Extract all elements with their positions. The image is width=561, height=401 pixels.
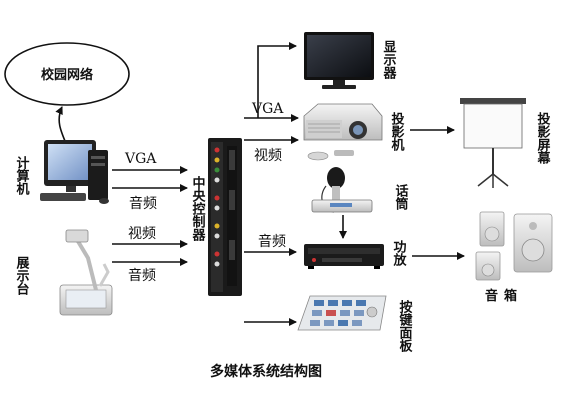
controller-audio-label: 音频 (258, 233, 286, 250)
camera-video-label: 视频 (128, 226, 156, 242)
monitor-link-arrow (257, 42, 297, 118)
controller-video-label: 视频 (254, 148, 282, 164)
microphone-icon (311, 167, 373, 213)
computer-audio-label: 音频 (129, 195, 157, 212)
document-camera-icon (59, 229, 113, 316)
projection-screen-icon (460, 98, 526, 188)
control-panel-icon (297, 295, 387, 331)
campus-network-label: 校园网络 (41, 67, 93, 83)
monitor-label: 显示器 (381, 40, 398, 80)
control-panel-label: 按键面板 (397, 299, 414, 353)
computer-vga-label: VGA (124, 151, 157, 167)
camera-audio-label: 音频 (128, 267, 156, 284)
speakers-label: 音箱 (485, 288, 523, 304)
computer-label: 计算机 (14, 155, 30, 196)
monitor-icon (304, 32, 374, 89)
controller-vga-label: VGA (251, 101, 284, 117)
speakers-icon (475, 211, 553, 281)
amplifier-label: 功放 (391, 240, 408, 267)
amplifier-icon (304, 244, 384, 269)
central-controller-label: 中央控制器 (190, 175, 207, 242)
microphone-label: 话筒 (393, 183, 409, 211)
diagram-title: 多媒体系统结构图 (210, 363, 322, 380)
network-cloud-shape (4, 42, 130, 106)
projector-icon (303, 103, 383, 161)
computer-icon (40, 140, 109, 204)
campus-network-node: 校园网络 (4, 42, 130, 106)
document-camera-label: 展示台 (14, 256, 30, 296)
projector-label: 投影机 (389, 111, 405, 152)
central-controller-icon (208, 138, 242, 296)
projection-screen-label: 投影屏幕 (535, 111, 552, 165)
